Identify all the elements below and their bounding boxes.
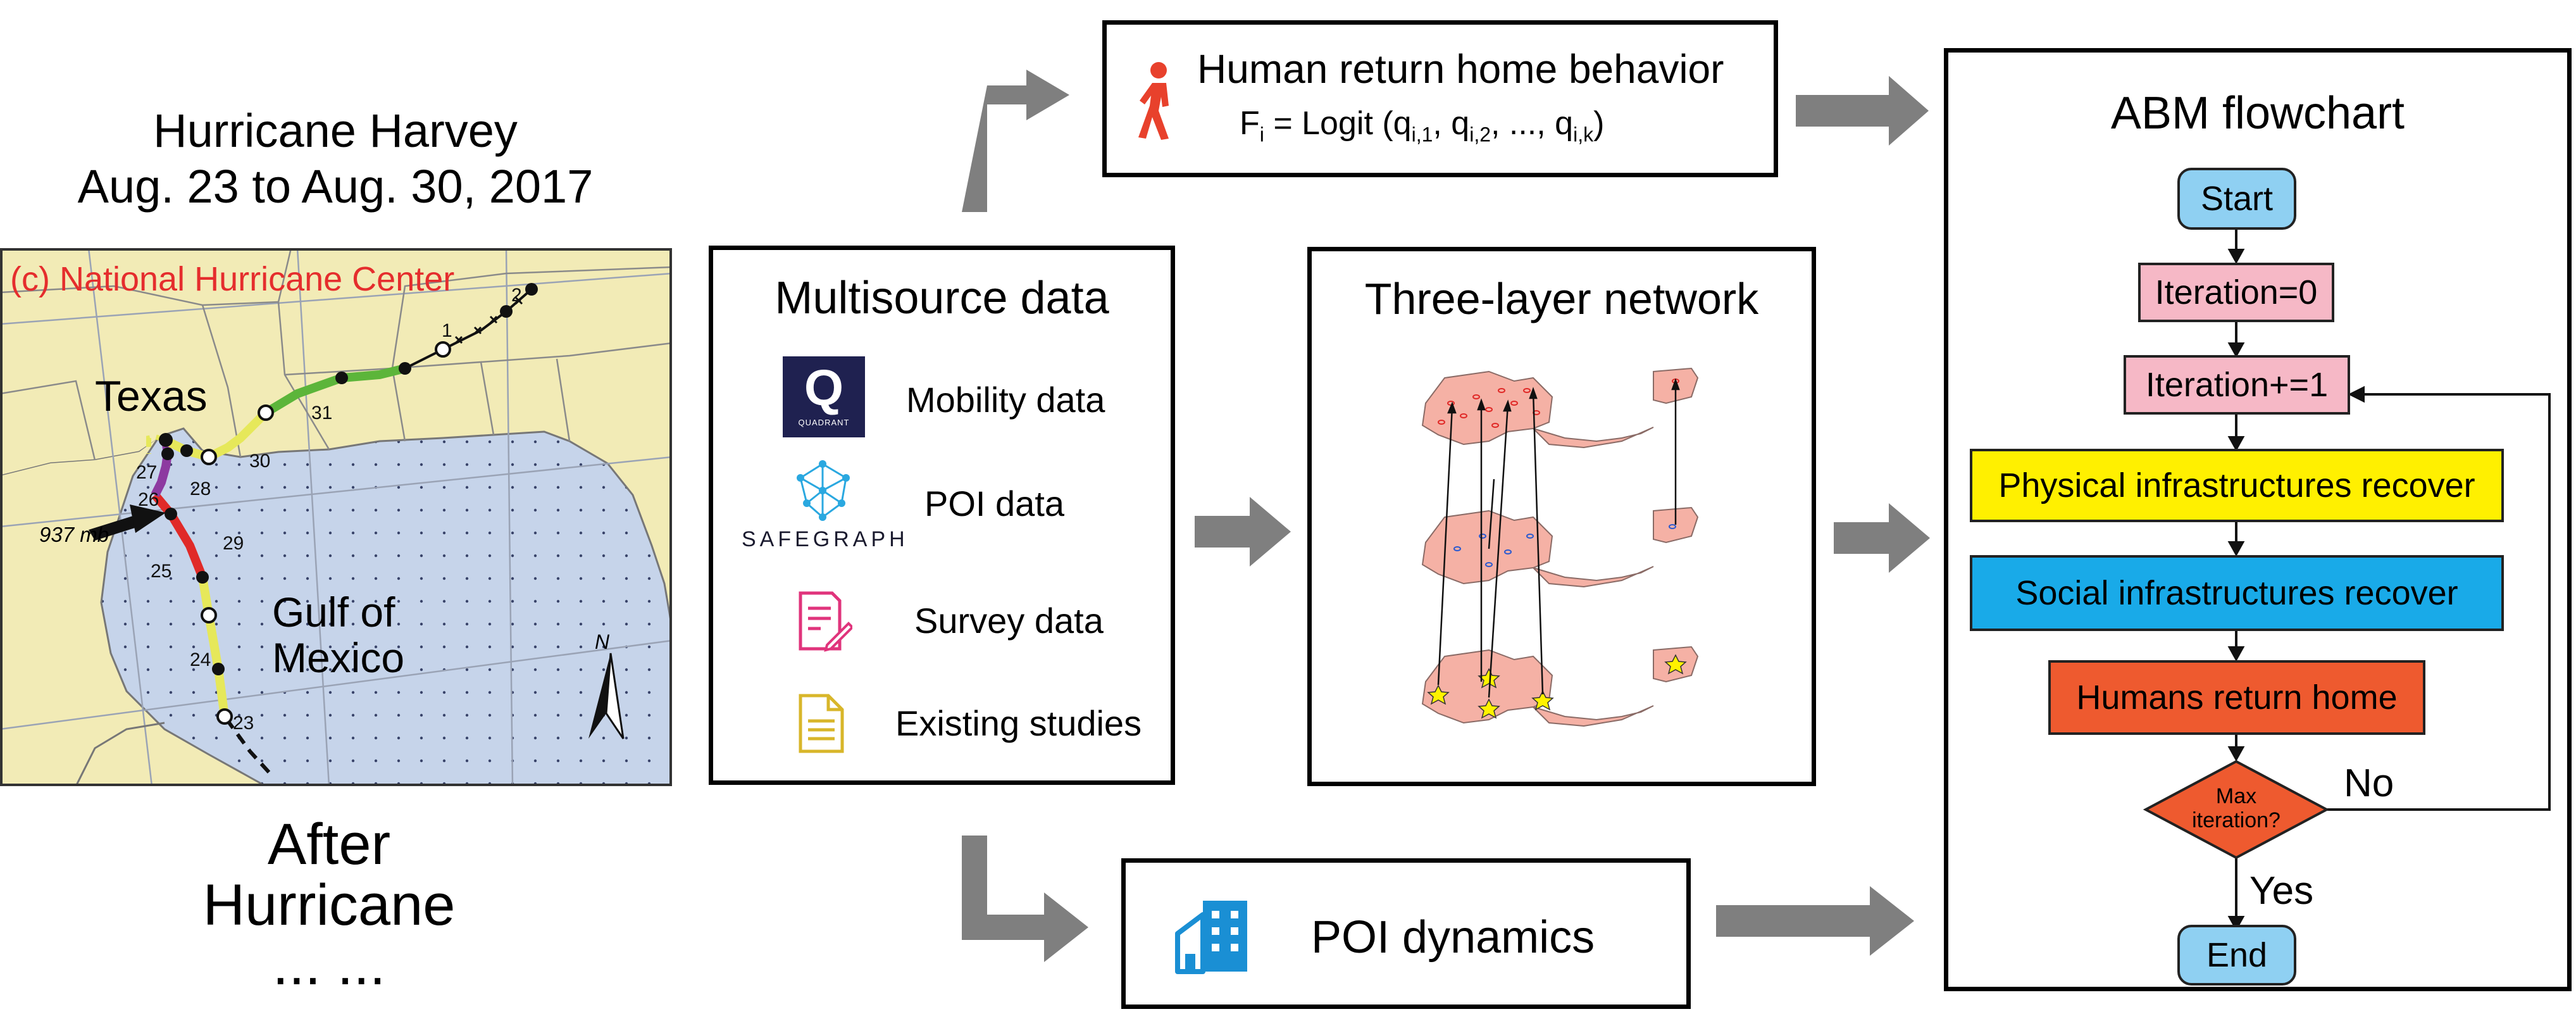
formula-sub: i bbox=[1259, 123, 1264, 146]
day-label: 27 bbox=[136, 462, 158, 483]
formula-sub: i,2 bbox=[1469, 123, 1491, 146]
network-title: Three-layer network bbox=[1364, 274, 1759, 323]
arrow-down-right bbox=[962, 836, 1088, 962]
iteration-zero-node: Iteration=0 bbox=[2138, 263, 2334, 322]
human-behavior-formula: Fi = Logit (qi,1, qi,2, ..., qi,k) bbox=[1240, 107, 1604, 144]
multisource-data-box: Multisource data Q QUADRANT Mobility dat… bbox=[709, 246, 1175, 785]
humans-return-home-node: Humans return home bbox=[2048, 660, 2425, 735]
formula-sub: i,k bbox=[1573, 123, 1594, 146]
label-pressure: 937 mb bbox=[39, 523, 109, 546]
after-line2: Hurricane bbox=[202, 873, 456, 937]
start-node: Start bbox=[2177, 168, 2296, 230]
label-gulf-line2: Mexico bbox=[272, 634, 405, 681]
arrow-human-to-abm bbox=[1796, 76, 1929, 146]
quadrant-logo-letter: Q bbox=[804, 360, 844, 416]
north-label: N bbox=[595, 630, 610, 653]
day-label: 25 bbox=[151, 561, 172, 582]
walking-person-icon bbox=[1138, 62, 1169, 140]
no-label: No bbox=[2344, 761, 2394, 805]
hurricane-track-map: (c) National Hurricane Center Texas Gulf… bbox=[0, 248, 672, 786]
decision-label-line2: iteration? bbox=[2192, 808, 2280, 832]
physical-infrastructures-node: Physical infrastructures recover bbox=[1970, 449, 2504, 522]
poi-data-label: POI data bbox=[924, 484, 1065, 523]
day-label: 24 bbox=[190, 649, 211, 670]
survey-data-label: Survey data bbox=[914, 601, 1104, 641]
human-behavior-box: Human return home behavior Fi = Logit (q… bbox=[1102, 20, 1778, 177]
day-label: 23 bbox=[233, 713, 254, 734]
label-texas: Texas bbox=[95, 372, 208, 420]
network-layer-top bbox=[1421, 367, 1699, 449]
decision-diamond-shape bbox=[2143, 760, 2330, 860]
map-credit: (c) National Hurricane Center bbox=[10, 260, 455, 298]
existing-studies-label: Existing studies bbox=[895, 703, 1142, 743]
arrow-up-right bbox=[962, 70, 1069, 212]
quadrant-logo-icon: Q QUADRANT bbox=[783, 356, 865, 437]
day-label: 30 bbox=[249, 451, 271, 472]
three-layer-network-box: Three-layer network bbox=[1307, 247, 1816, 786]
survey-document-icon bbox=[799, 591, 852, 652]
network-layer-middle bbox=[1421, 506, 1699, 588]
document-icon bbox=[799, 694, 844, 753]
day-label: 28 bbox=[190, 479, 211, 499]
day-label: 26 bbox=[138, 489, 159, 510]
social-infrastructures-node: Social infrastructures recover bbox=[1970, 555, 2504, 631]
formula-sub: i,1 bbox=[1411, 123, 1433, 146]
safegraph-logo-text: SAFEGRAPH bbox=[742, 527, 909, 551]
abm-connectors bbox=[2143, 228, 2551, 932]
yes-label: Yes bbox=[2249, 869, 2314, 913]
poi-dynamics-title: POI dynamics bbox=[1311, 912, 1595, 963]
human-behavior-title: Human return home behavior bbox=[1197, 46, 1724, 92]
label-gulf-line1: Gulf of bbox=[272, 589, 395, 635]
abm-flowchart-box: ABM flowchart Start Iteration=0 Iteratio… bbox=[1944, 48, 2572, 991]
formula-part: , q bbox=[1433, 105, 1470, 142]
formula-part: ) bbox=[1593, 105, 1605, 142]
after-line3: ... ... bbox=[272, 932, 386, 997]
day-label: 2 bbox=[511, 285, 522, 306]
arrow-network-to-abm bbox=[1834, 503, 1930, 573]
formula-part: , ..., q bbox=[1491, 105, 1574, 142]
after-line1: After bbox=[267, 812, 391, 877]
safegraph-logo-icon bbox=[797, 460, 850, 521]
mobility-data-label: Mobility data bbox=[906, 380, 1105, 420]
arrow-multisource-to-network bbox=[1195, 497, 1291, 566]
iteration-increment-node: Iteration+=1 bbox=[2124, 355, 2350, 415]
day-label: 29 bbox=[223, 533, 244, 554]
multisource-title: Multisource data bbox=[775, 273, 1109, 323]
network-layers-diagram bbox=[1421, 367, 1699, 727]
quadrant-logo-text: QUADRANT bbox=[798, 418, 850, 427]
arrow-poi-to-abm bbox=[1716, 886, 1914, 956]
formula-f: F bbox=[1240, 105, 1260, 142]
hurricane-dates: Aug. 23 to Aug. 30, 2017 bbox=[77, 160, 594, 213]
day-label: 1 bbox=[442, 320, 452, 341]
end-node: End bbox=[2177, 925, 2296, 986]
day-label: 31 bbox=[311, 403, 333, 423]
hurricane-name: Hurricane Harvey bbox=[153, 104, 518, 157]
network-layer-bottom bbox=[1421, 646, 1699, 727]
poi-dynamics-box: POI dynamics bbox=[1121, 858, 1691, 1009]
formula-part: = Logit (q bbox=[1264, 105, 1412, 142]
abm-title: ABM flowchart bbox=[2110, 88, 2405, 139]
decision-label-line1: Max bbox=[2215, 784, 2257, 808]
building-icon bbox=[1175, 901, 1247, 974]
